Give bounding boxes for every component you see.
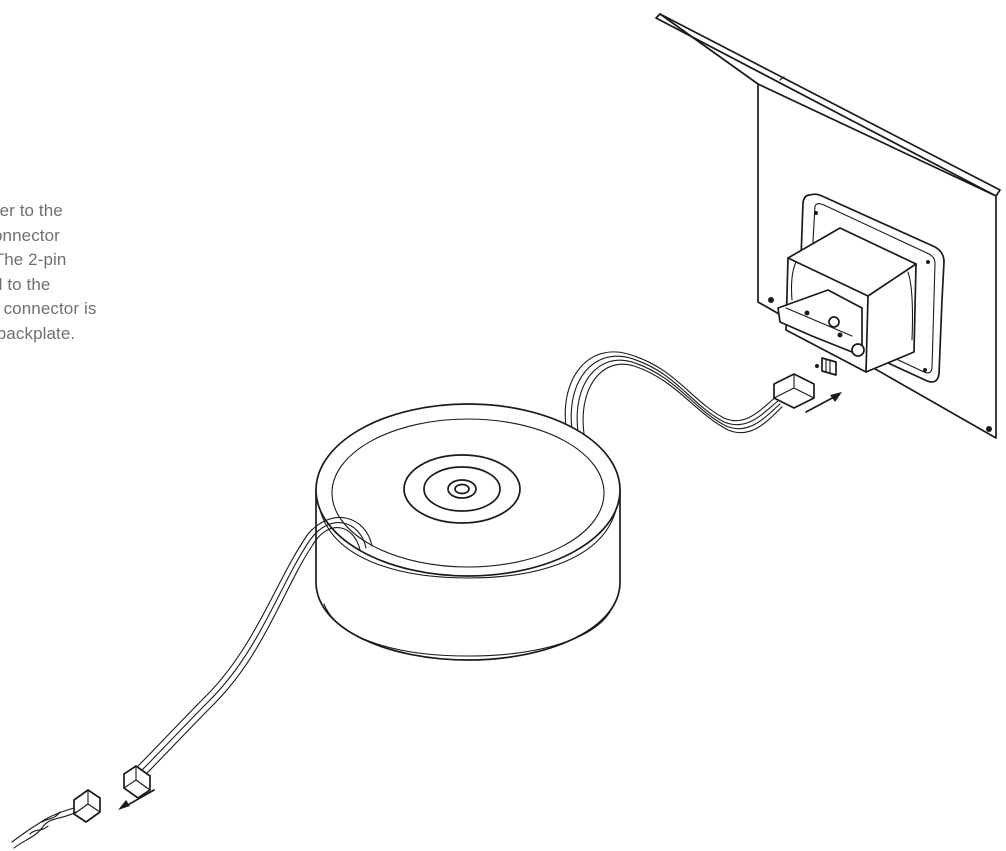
- arrow-disconnect-left: [118, 789, 155, 810]
- caption-line-4: cted to the: [0, 274, 51, 294]
- caption-line-6: ew backplate.: [0, 323, 76, 343]
- toroidal-transformer: [315, 403, 621, 661]
- two-pin-connector: [123, 765, 151, 799]
- mounting-bracket: [777, 193, 945, 383]
- mating-plug-twisted-wires: [11, 789, 101, 849]
- caption-line-3: te. The 2-pin: [0, 250, 67, 269]
- four-pin-connector: [773, 373, 815, 409]
- transformer-cable-lower: [137, 517, 373, 775]
- instruction-caption: ormer to the e connector te. The 2-pin c…: [0, 199, 210, 346]
- caption-line-5: -pin connector is: [0, 299, 97, 318]
- caption-line-2: e connector: [0, 225, 60, 245]
- caption-line-1: ormer to the: [0, 201, 63, 220]
- arrow-connect-right: [805, 392, 842, 413]
- transformer-cable-upper: [564, 351, 783, 435]
